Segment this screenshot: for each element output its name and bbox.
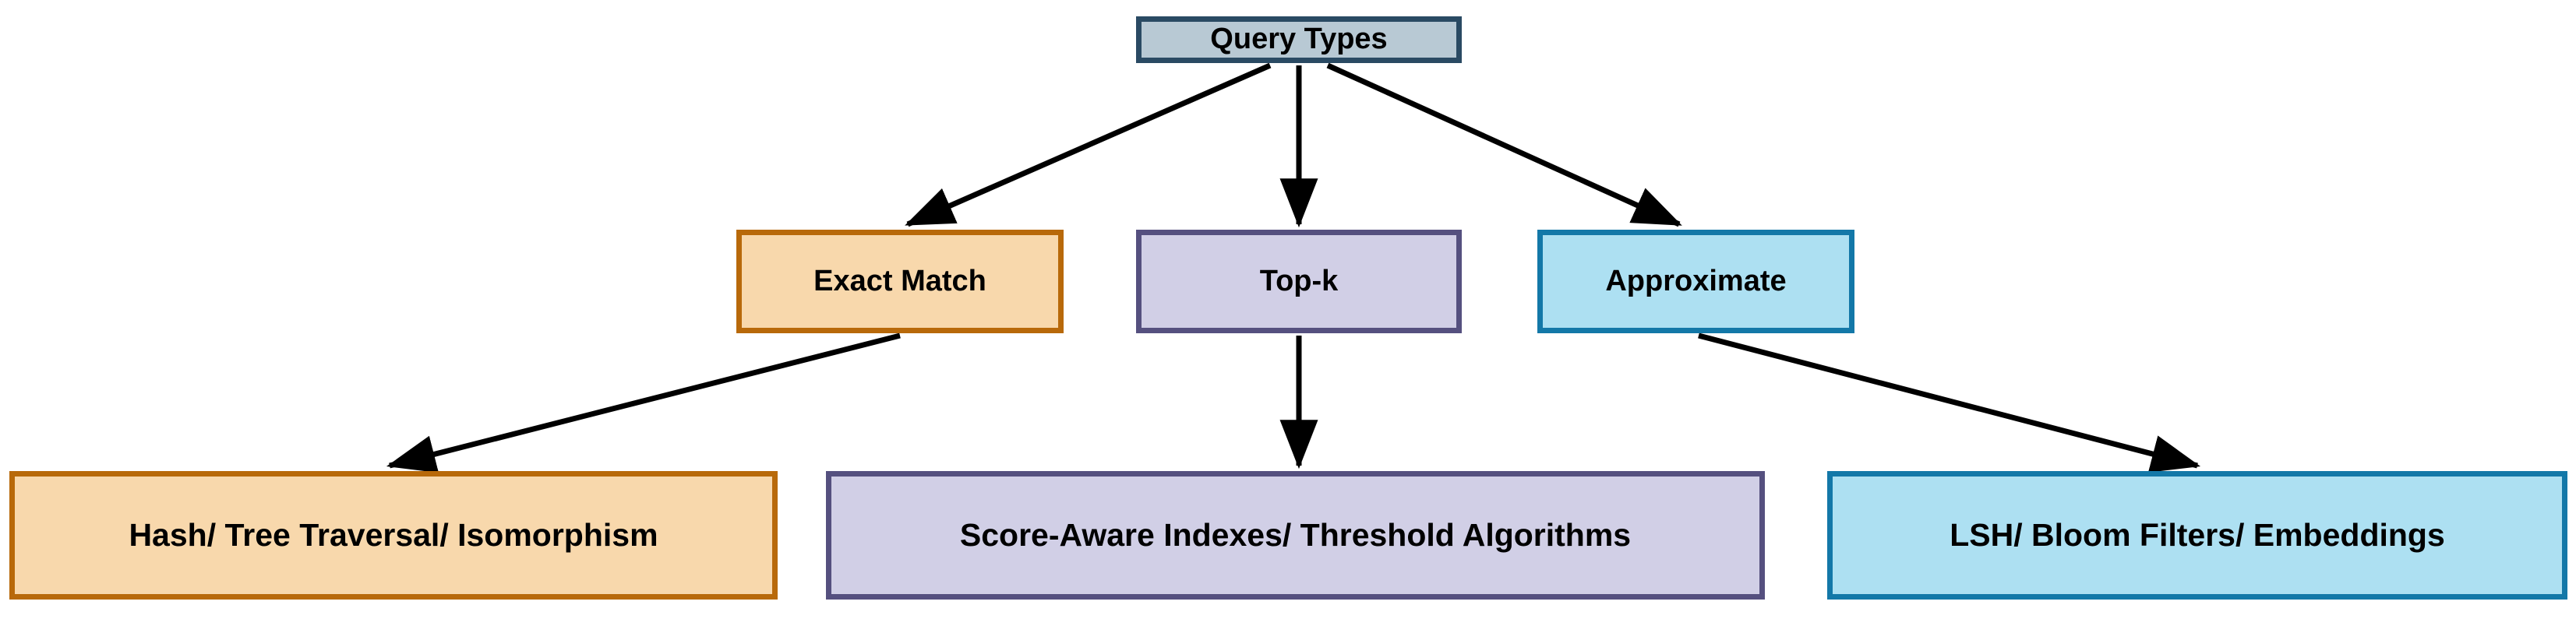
edge-approximate-to-lsh [1698,332,2201,473]
edge-exact-to-hash [386,332,901,473]
node-approximate-label: Approximate [1605,264,1787,297]
node-hash-label: Hash/ Tree Traversal/ Isomorphism [129,516,658,553]
node-top-k[interactable]: Top-k [1136,230,1462,333]
node-approximate[interactable]: Approximate [1537,230,1854,333]
node-top-k-label: Top-k [1259,264,1339,297]
node-exact-match[interactable]: Exact Match [736,230,1064,333]
node-query-types[interactable]: Query Types [1136,16,1462,63]
node-lsh-label: LSH/ Bloom Filters/ Embeddings [1950,516,2445,553]
edge-root-to-exact [905,62,1272,227]
node-exact-match-label: Exact Match [813,264,986,297]
node-score-aware-indexes-threshold-algorithms[interactable]: Score-Aware Indexes/ Threshold Algorithm… [826,471,1765,600]
node-score-label: Score-Aware Indexes/ Threshold Algorithm… [959,516,1632,553]
node-query-types-label: Query Types [1210,23,1388,56]
edge-root-to-approximate [1326,62,1682,227]
node-hash-tree-traversal-isomorphism[interactable]: Hash/ Tree Traversal/ Isomorphism [9,471,778,600]
node-lsh-bloom-filters-embeddings[interactable]: LSH/ Bloom Filters/ Embeddings [1827,471,2567,600]
